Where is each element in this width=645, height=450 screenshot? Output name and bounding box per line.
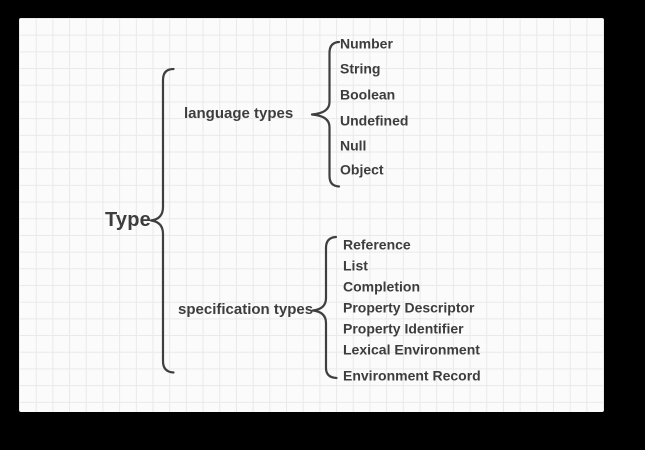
topic-reference[interactable]: Reference [343, 236, 411, 253]
topic-root[interactable]: Type [105, 209, 151, 231]
topic-object[interactable]: Object [340, 161, 384, 178]
topic-undefined[interactable]: Undefined [340, 112, 409, 129]
topic-language-types[interactable]: language types [184, 104, 294, 122]
topic-completion[interactable]: Completion [343, 278, 420, 295]
topic-lexical-environment[interactable]: Lexical Environment [343, 341, 480, 358]
topic-specification-types[interactable]: specification types [178, 300, 314, 318]
topic-environment-record[interactable]: Environment Record [343, 367, 481, 384]
topic-boolean[interactable]: Boolean [340, 86, 396, 103]
topic-property-identifier[interactable]: Property Identifier [343, 320, 464, 337]
topic-number[interactable]: Number [340, 35, 393, 52]
topic-null[interactable]: Null [340, 137, 367, 154]
topic-list[interactable]: List [343, 257, 368, 274]
topic-property-descriptor[interactable]: Property Descriptor [343, 299, 475, 316]
topic-string[interactable]: String [340, 60, 381, 77]
